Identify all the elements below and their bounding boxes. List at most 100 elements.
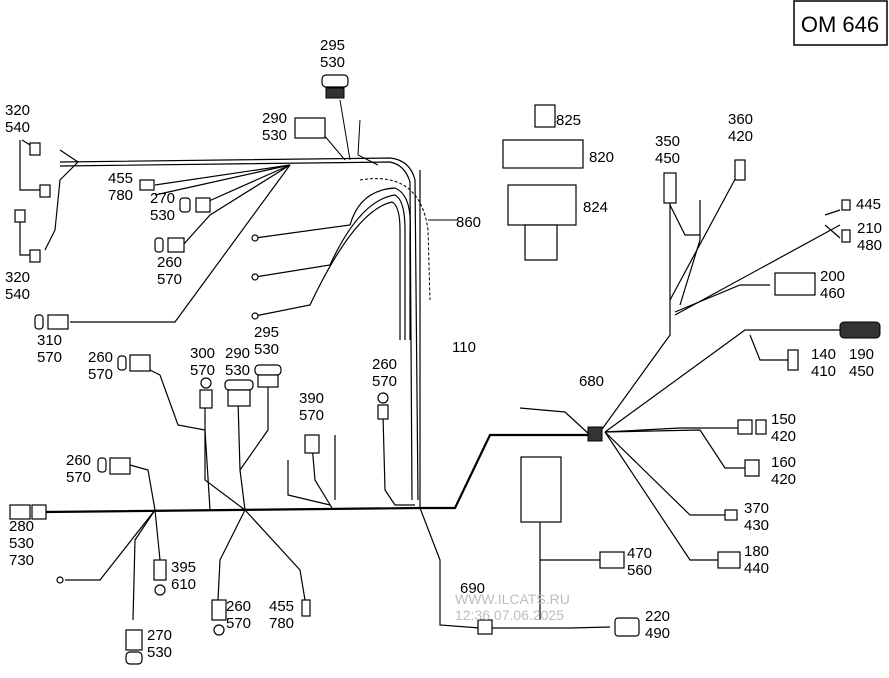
callout-line: 220 [645, 608, 670, 625]
callout-line: 530 [225, 362, 250, 379]
callout-line: 180 [744, 543, 769, 560]
connector-270-bottom-b [125, 651, 143, 665]
callout-line: 470 [627, 545, 652, 562]
callout-line: 360 [728, 111, 753, 128]
callout-line: 490 [645, 625, 670, 642]
connector-160 [744, 459, 760, 477]
connector-140 [787, 349, 799, 371]
callout-line: 420 [728, 128, 753, 145]
watermark: WWW.ILCATS.RU 12:36 07.06.2025 [455, 591, 570, 623]
module-824 [507, 184, 577, 226]
callout-line: 190 [849, 346, 874, 363]
callout-line: 610 [171, 576, 196, 593]
wiring-harness [19, 99, 841, 629]
callout-line: 295 [254, 324, 279, 341]
module-box-center [520, 456, 562, 523]
connector-295-top-body [325, 87, 345, 99]
callout-line: 530 [150, 207, 175, 224]
connector-690 [477, 619, 493, 635]
connector-310-b [47, 314, 69, 330]
connector-360 [734, 159, 746, 181]
pin-860-2 [251, 273, 259, 281]
callout-line: 270 [150, 190, 175, 207]
callout-line: 445 [856, 196, 881, 213]
callout-line: 450 [849, 363, 874, 380]
connector-320-upper [29, 142, 41, 156]
diagram-title: OM 646 [801, 12, 879, 37]
connector-210 [841, 229, 851, 243]
module-824-base [524, 224, 558, 261]
callout-line: 440 [744, 560, 769, 577]
connector-150-b [755, 419, 767, 435]
callout-line: 530 [9, 535, 34, 552]
connector-260-left-b [129, 354, 151, 372]
callout-line: 290 [262, 110, 287, 127]
connector-190 [839, 321, 881, 339]
connector-260-lower-left-b [109, 457, 131, 475]
connector-320-lower [14, 209, 26, 223]
connector-445 [841, 199, 851, 211]
callout-line: 480 [857, 237, 882, 254]
connector-455-bottom [301, 599, 311, 617]
callout-690: 690 [460, 580, 485, 597]
connector-260-top [154, 237, 164, 253]
callout-line: 410 [811, 363, 836, 380]
callout-line: 260 [226, 598, 251, 615]
callout-line: 570 [299, 407, 324, 424]
callout-line: 730 [9, 552, 34, 569]
callout-line: 570 [88, 366, 113, 383]
callout-line: 780 [269, 615, 294, 632]
callout-line: 295 [320, 37, 345, 54]
connector-150 [737, 419, 753, 435]
connector-290-top [294, 117, 326, 139]
callout-line: 310 [37, 332, 62, 349]
callout-110: 110 [452, 339, 476, 356]
callout-line: 430 [744, 517, 769, 534]
callout-860: 860 [456, 214, 481, 231]
callout-line: 570 [157, 271, 182, 288]
callout-line: 570 [37, 349, 62, 366]
connector-680 [587, 426, 603, 442]
callout-line: 570 [190, 362, 215, 379]
connector-455-mini [56, 576, 64, 584]
callout-line: 260 [157, 254, 182, 271]
connector-200 [774, 272, 816, 296]
callout-line: 540 [5, 119, 30, 136]
callout-line: 530 [262, 127, 287, 144]
connector-455-top [139, 179, 155, 191]
callout-445: 445 [856, 196, 881, 213]
pin-860-3 [251, 312, 259, 320]
callout-line: 320 [5, 102, 30, 119]
callout-line: 570 [226, 615, 251, 632]
callout-825: 825 [556, 112, 581, 129]
callout-line: 860 [456, 214, 481, 231]
callout-line: 260 [372, 356, 397, 373]
connector-260-bottom [211, 599, 227, 621]
connector-320-upper-b [39, 184, 51, 198]
connector-260-left [117, 355, 127, 371]
callout-line: 560 [627, 562, 652, 579]
connector-300 [199, 389, 213, 409]
callout-line: 825 [556, 112, 581, 129]
callout-line: 150 [771, 411, 796, 428]
callout-line: 160 [771, 454, 796, 471]
